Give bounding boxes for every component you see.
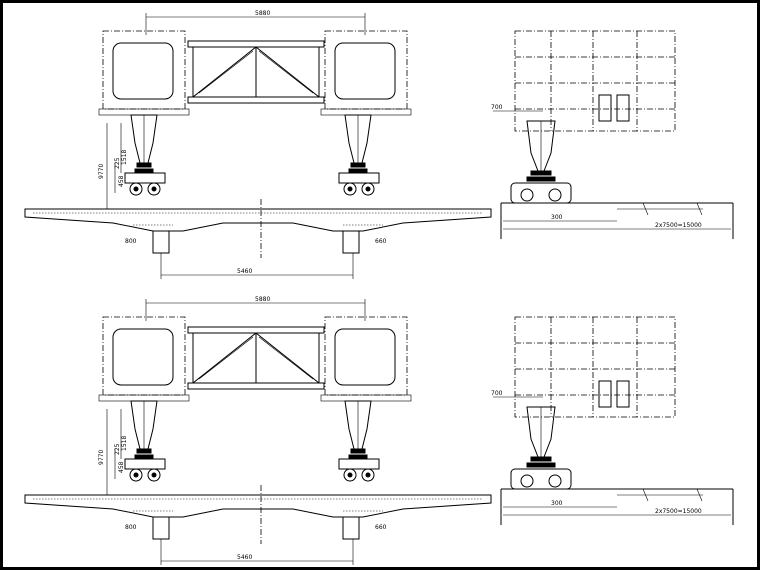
left-mid-a-dimension: 1518	[121, 150, 128, 165]
left-mid-a-dimension-2: 1518	[121, 436, 128, 451]
left-base-dimension-2: 800	[125, 524, 137, 531]
side-bottom-dimension-2: 300	[551, 500, 563, 507]
top-span-dimension-2: 5880	[255, 296, 270, 303]
left-low-dimension: 458	[118, 175, 125, 187]
left-mid-b-dimension: 225	[114, 157, 121, 169]
left-low-dimension-2: 458	[118, 461, 125, 473]
bottom-drawing-group: 5880 5460 800 660 9770 1518 225 458 700 …	[24, 296, 734, 566]
side-label-dimension-2: 700	[491, 390, 503, 397]
left-base-dimension: 800	[125, 238, 137, 245]
side-label-dimension: 700	[491, 104, 503, 111]
top-drawing-group: 5880 5460 800 660 9770 1518 225 458 700 …	[24, 10, 734, 280]
bottom-span-dimension-2: 5460	[237, 554, 252, 561]
side-rail-dimension-2: 2x7500=15000	[655, 508, 702, 515]
top-span-dimension: 5880	[255, 10, 270, 17]
side-rail-dimension: 2x7500=15000	[655, 222, 702, 229]
engineering-drawing: 5880 5460 800 660 9770 1518 225 458 700 …	[24, 10, 734, 566]
right-base-dimension: 660	[375, 238, 387, 245]
right-base-dimension-2: 660	[375, 524, 387, 531]
left-height-dimension-2: 9770	[98, 450, 105, 465]
side-bottom-dimension: 300	[551, 214, 563, 221]
left-mid-b-dimension-2: 225	[114, 443, 121, 455]
bottom-span-dimension: 5460	[237, 268, 252, 275]
left-height-dimension: 9770	[98, 164, 105, 179]
